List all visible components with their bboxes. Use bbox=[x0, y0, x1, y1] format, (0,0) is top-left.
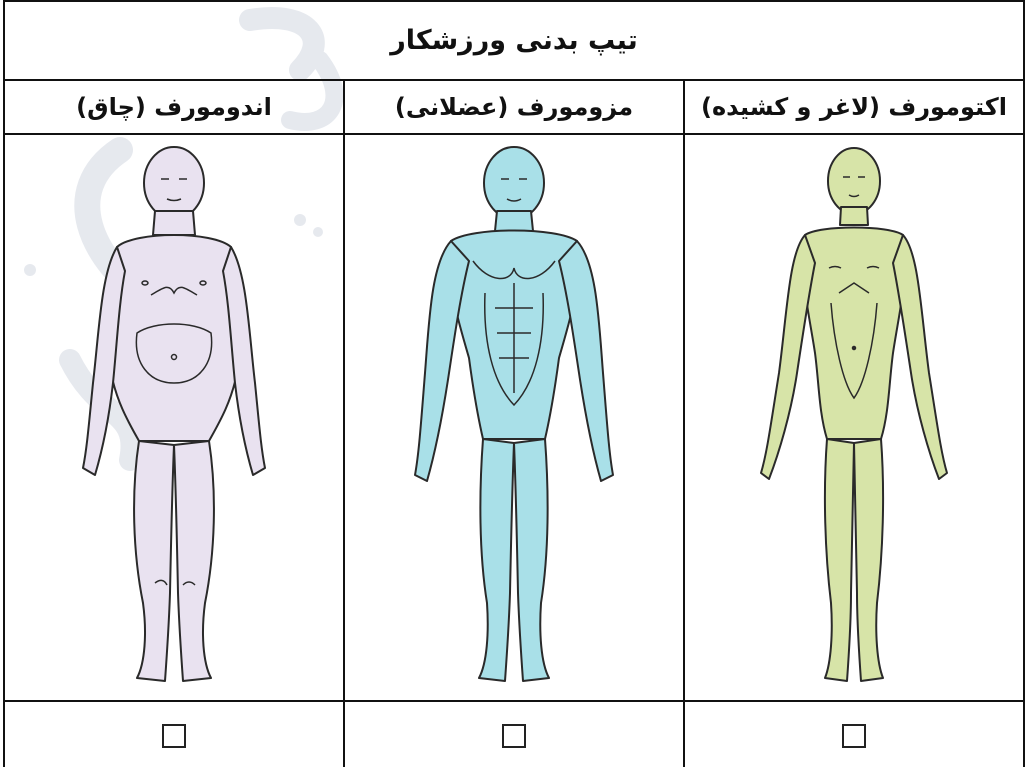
table-title-row: تیپ بدنی ورزشکار bbox=[4, 1, 1024, 80]
mesomorph-checkbox[interactable] bbox=[502, 724, 526, 748]
cell-ectomorph-checkbox bbox=[684, 701, 1024, 767]
column-header-ectomorph: اکتومورف (لاغر و کشیده) bbox=[684, 80, 1024, 134]
column-header-mesomorph: مزومورف (عضلانی) bbox=[344, 80, 684, 134]
cell-ectomorph-figure bbox=[684, 134, 1024, 701]
cell-mesomorph-checkbox bbox=[344, 701, 684, 767]
endomorph-checkbox[interactable] bbox=[162, 724, 186, 748]
table-checkbox-row bbox=[4, 701, 1024, 767]
table-title: تیپ بدنی ورزشکار bbox=[4, 1, 1024, 80]
ectomorph-checkbox[interactable] bbox=[842, 724, 866, 748]
cell-endomorph-figure bbox=[4, 134, 344, 701]
table-header-row: اکتومورف (لاغر و کشیده) مزومورف (عضلانی)… bbox=[4, 80, 1024, 134]
cell-mesomorph-figure bbox=[344, 134, 684, 701]
column-header-endomorph: اندومورف (چاق) bbox=[4, 80, 344, 134]
endomorph-body-icon bbox=[59, 143, 289, 693]
mesomorph-body-icon bbox=[399, 143, 629, 693]
body-type-table: تیپ بدنی ورزشکار اکتومورف (لاغر و کشیده)… bbox=[3, 0, 1025, 767]
cell-endomorph-checkbox bbox=[4, 701, 344, 767]
ectomorph-body-icon bbox=[739, 143, 969, 693]
table-figure-row bbox=[4, 134, 1024, 701]
